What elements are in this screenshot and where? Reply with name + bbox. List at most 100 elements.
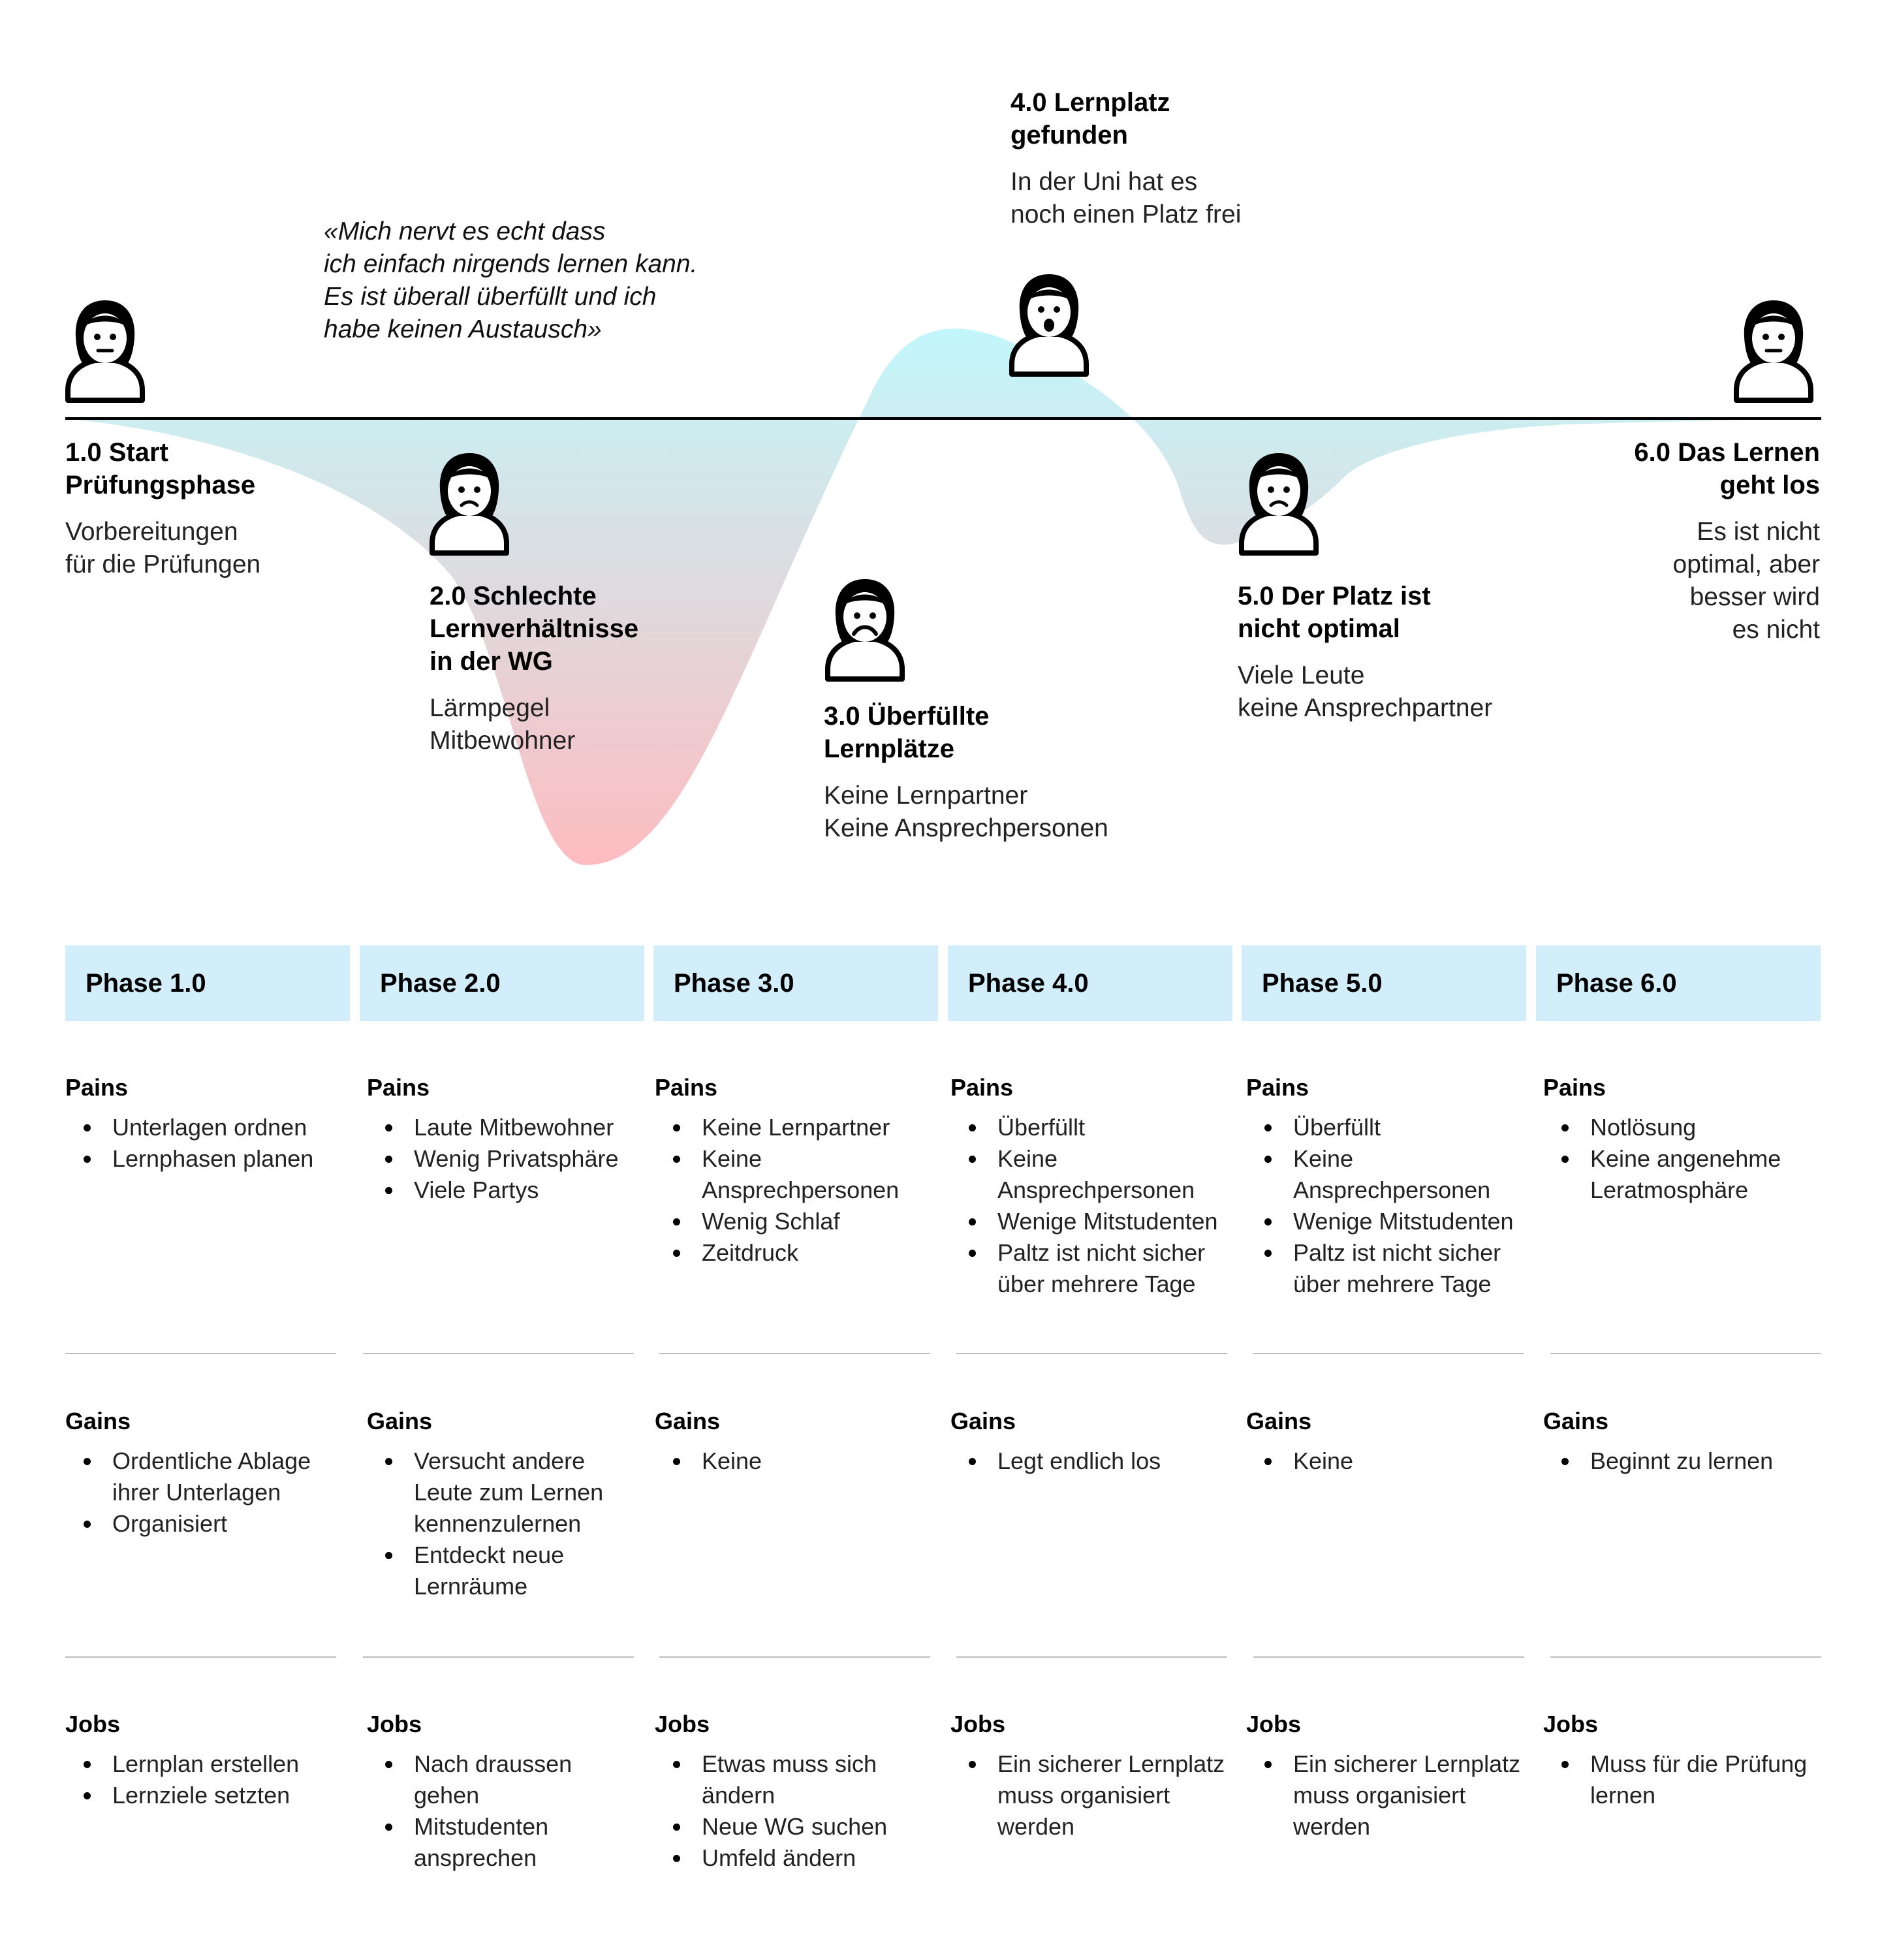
stage-desc-line: optimal, aber	[1672, 550, 1820, 578]
stage-desc-line: keine Ansprechpartner	[1238, 694, 1493, 722]
stage-description: Lärmpegel Mitbewohner	[430, 692, 638, 757]
persona-icon-stage-2	[430, 453, 509, 556]
phase-header-1: Phase 1.0	[65, 945, 350, 1021]
stage-title-line: 3.0 Überfüllte	[824, 702, 990, 731]
stage-description: Es ist nicht optimal, aber besser wird e…	[1634, 516, 1820, 646]
gains-list: Legt endlich los	[950, 1446, 1238, 1477]
pains-item: Keine Lernpartner	[655, 1112, 935, 1143]
stage-description: In der Uni hat es noch einen Platz frei	[1010, 166, 1241, 231]
stage-4: 4.0 Lernplatz gefunden In der Uni hat es…	[1010, 86, 1241, 231]
jobs-item: Muss für die Prüfung lernen	[1543, 1748, 1824, 1811]
pains-item: Wenige Mitstudenten	[1246, 1206, 1533, 1237]
pains-item: Keine angenehme Leratmosphäre	[1543, 1143, 1824, 1206]
section-divider	[1253, 1353, 1524, 1354]
persona-icon-stage-3	[825, 579, 905, 682]
stage-title: 5.0 Der Platz ist nicht optimal	[1238, 580, 1492, 645]
jobs-item: Mitstudenten ansprechen	[367, 1811, 641, 1874]
pains-title: Pains	[655, 1074, 718, 1101]
stage-desc-line: noch einen Platz frei	[1010, 200, 1242, 229]
stage-title-line: 2.0 Schlechte	[430, 582, 597, 610]
pains-item: Zeitdruck	[655, 1237, 935, 1269]
stage-desc-line: In der Uni hat es	[1010, 168, 1198, 196]
stage-title-line: Lernplätze	[824, 735, 955, 763]
section-divider	[956, 1353, 1227, 1354]
stage-title-line: in der WG	[430, 647, 553, 676]
section-divider	[956, 1656, 1227, 1658]
phase-header-3: Phase 3.0	[653, 945, 938, 1021]
gains-title: Gains	[1543, 1408, 1609, 1434]
pains-item: Lernphasen planen	[65, 1143, 352, 1175]
jobs-list: Ein sicherer Lernplatz muss organisiert …	[1246, 1748, 1533, 1842]
gains-list: Keine	[1246, 1446, 1533, 1477]
jobs-title: Jobs	[1543, 1711, 1599, 1737]
section-divider	[65, 1353, 336, 1354]
stage-desc-line: besser wird	[1689, 583, 1820, 611]
gains-item: Ordentliche Ablage ihrer Unterlagen	[65, 1446, 352, 1508]
stage-title-line: 4.0 Lernplatz	[1010, 88, 1170, 117]
pains-item: Viele Partys	[367, 1175, 641, 1206]
section-divider	[363, 1353, 634, 1354]
persona-icon-stage-6	[1734, 300, 1813, 403]
emotion-journey-chart	[65, 274, 1821, 866]
jobs-title: Jobs	[950, 1711, 1006, 1737]
jobs-item: Ein sicherer Lernplatz muss organisiert …	[950, 1748, 1238, 1842]
persona-icon-stage-4	[1009, 274, 1089, 377]
stage-title-line: Prüfungsphase	[65, 471, 256, 499]
stage-desc-line: Mitbewohner	[430, 727, 576, 755]
section-divider	[65, 1656, 336, 1658]
stage-title: 1.0 Start Prüfungsphase	[65, 436, 260, 501]
stage-desc-line: es nicht	[1732, 616, 1820, 644]
gains-list: Keine	[655, 1446, 935, 1477]
pains-item: Überfüllt	[1246, 1112, 1533, 1143]
stage-6: 6.0 Das Lernen geht los Es ist nicht opt…	[1634, 436, 1820, 646]
section-divider	[659, 1656, 930, 1658]
stage-5: 5.0 Der Platz ist nicht optimal Viele Le…	[1238, 580, 1492, 725]
stage-title-line: 1.0 Start	[65, 438, 168, 467]
jobs-item: Nach draussen gehen	[367, 1748, 641, 1811]
phase-header-4: Phase 4.0	[948, 945, 1232, 1021]
section-divider	[363, 1656, 634, 1658]
stage-desc-line: Viele Leute	[1238, 661, 1365, 689]
persona-icon-stage-1	[65, 300, 145, 403]
quote-line: habe keinen Austausch»	[324, 315, 602, 343]
pains-item: Keine Ansprechpersonen	[655, 1143, 935, 1206]
pains-title: Pains	[1246, 1074, 1309, 1101]
gains-item: Organisiert	[65, 1508, 352, 1540]
gains-item: Keine	[1246, 1446, 1533, 1477]
stage-desc-line: Es ist nicht	[1697, 518, 1820, 546]
quote-line: Es ist überall überfüllt und ich	[324, 283, 657, 311]
stage-title: 6.0 Das Lernen geht los	[1634, 436, 1820, 501]
stage-description: Viele Leute keine Ansprechpartner	[1238, 659, 1492, 725]
section-divider	[1550, 1656, 1821, 1658]
section-divider	[1253, 1656, 1524, 1658]
stage-desc-line: Vorbereitungen	[65, 518, 238, 546]
phase-header-5: Phase 5.0	[1242, 945, 1526, 1021]
stage-title-line: 6.0 Das Lernen	[1634, 438, 1820, 467]
stage-description: Vorbereitungen für die Prüfungen	[65, 516, 260, 581]
stage-title: 3.0 Überfüllte Lernplätze	[824, 700, 1108, 765]
jobs-title: Jobs	[1246, 1711, 1302, 1737]
pains-item: Paltz ist nicht sicher über mehrere Tage	[1246, 1237, 1533, 1300]
jobs-item: Etwas muss sich ändern	[655, 1748, 935, 1811]
gains-item: Keine	[655, 1446, 935, 1477]
emotion-curve	[65, 328, 1821, 866]
pains-item: Paltz ist nicht sicher über mehrere Tage	[950, 1237, 1238, 1300]
jobs-title: Jobs	[65, 1711, 121, 1737]
stage-title-line: 5.0 Der Platz ist	[1238, 582, 1431, 610]
section-divider	[1550, 1353, 1821, 1354]
pains-item: Keine Ansprechpersonen	[1246, 1143, 1533, 1206]
pains-item: Wenig Schlaf	[655, 1206, 935, 1237]
stage-desc-line: Keine Lernpartner	[824, 782, 1028, 810]
stage-title-line: gefunden	[1010, 121, 1128, 150]
stage-1: 1.0 Start Prüfungsphase Vorbereitungen f…	[65, 436, 260, 581]
phase-header-2: Phase 2.0	[360, 945, 644, 1021]
gains-title: Gains	[950, 1408, 1016, 1434]
